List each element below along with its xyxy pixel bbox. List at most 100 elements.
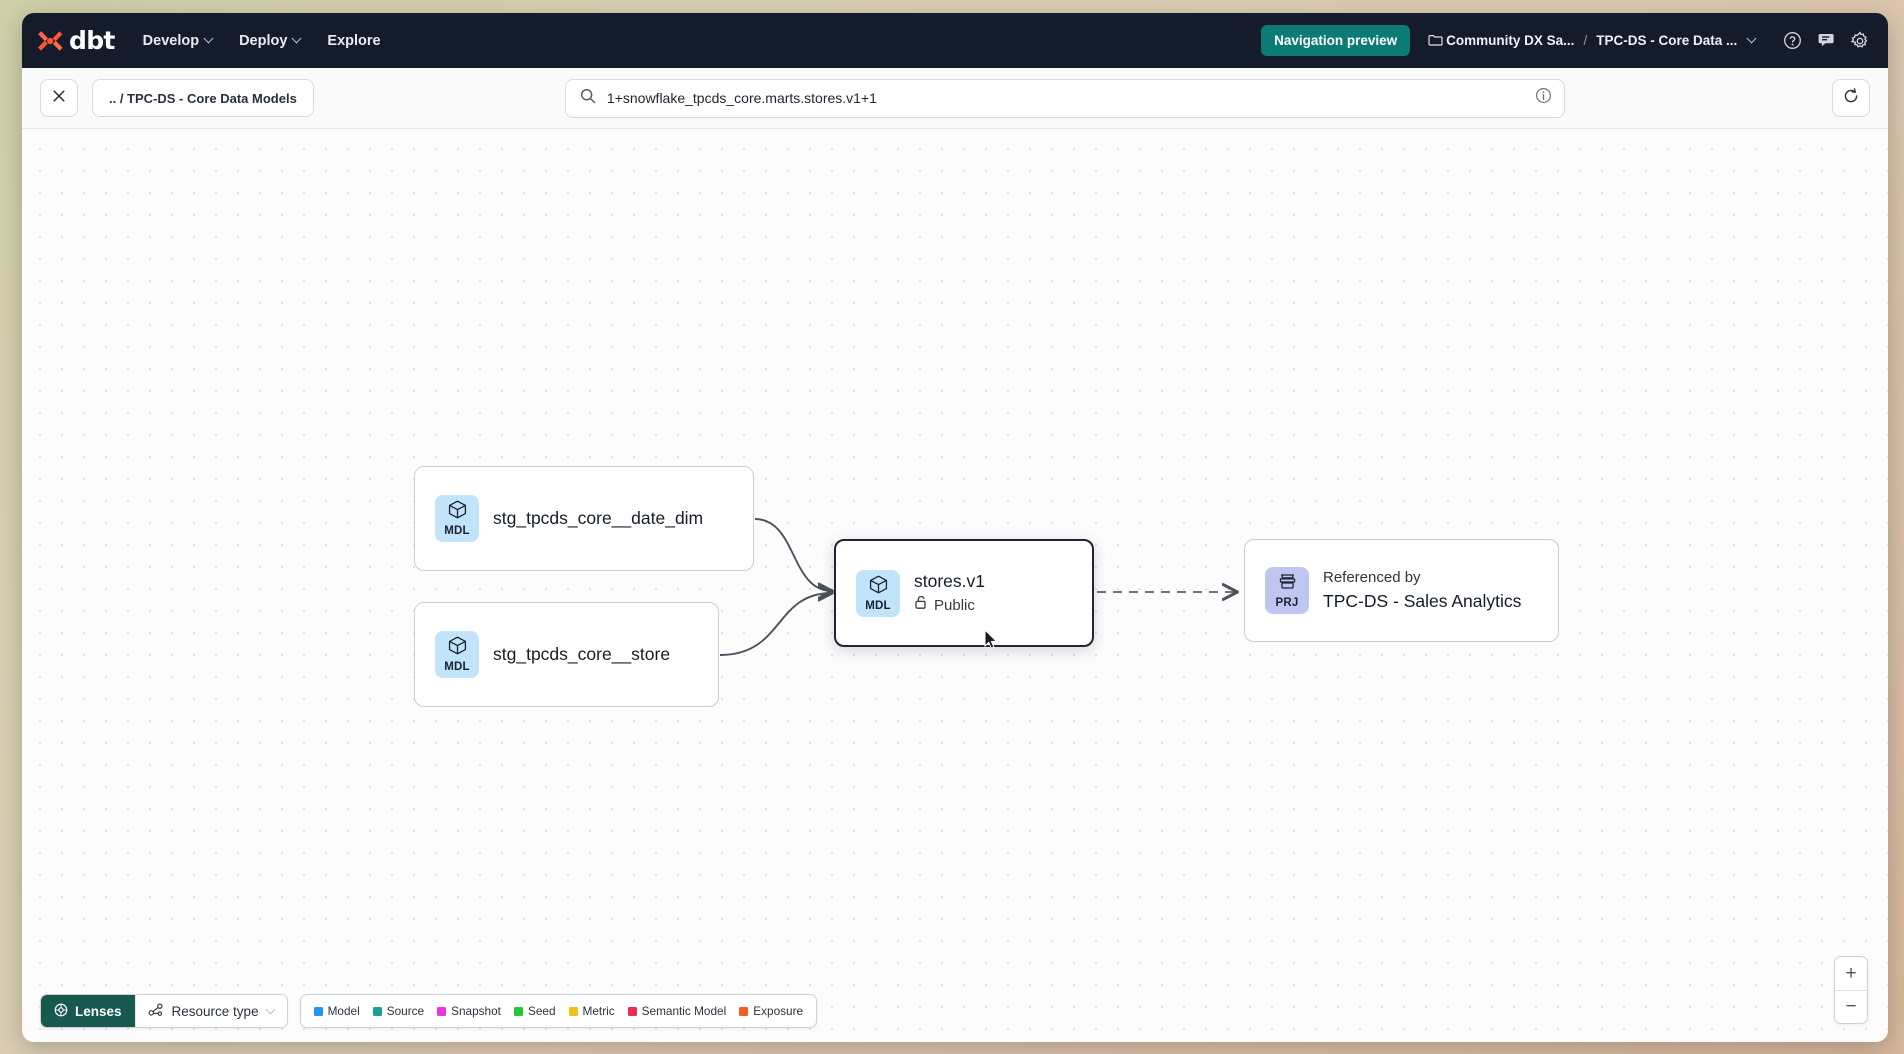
node-badge-mdl: MDL [435,495,479,542]
edge-date-dim-to-stores [754,518,832,591]
project-label: TPC-DS - Core Data ... [1596,33,1738,48]
cube-icon [447,499,468,525]
nav-icon-group [1783,30,1870,51]
feedback-icon[interactable] [1816,31,1836,50]
zoom-out-button[interactable]: − [1835,990,1867,1023]
cube-icon [868,574,889,600]
node-text-stack: stores.v1 Public [914,570,985,616]
legend-swatch [627,1006,637,1016]
search-box[interactable]: 1+snowflake_tpcds_core.marts.stores.v1+1 [564,78,1565,118]
node-badge-label: PRJ [1275,597,1299,610]
graph-node-stores-v1[interactable]: MDL stores.v1 Public [834,539,1094,647]
search-input[interactable]: 1+snowflake_tpcds_core.marts.stores.v1+1 [606,90,877,106]
dbt-logo[interactable]: dbt [36,26,115,55]
nav-deploy-label: Deploy [239,32,288,49]
resource-type-label: Resource type [171,1003,259,1019]
search-wrapper: 1+snowflake_tpcds_core.marts.stores.v1+1 [314,78,1816,118]
graph-node-stg-store[interactable]: MDL stg_tpcds_core__store [414,602,719,707]
chevron-down-icon [1748,35,1756,43]
close-icon [51,88,67,109]
search-icon [580,88,596,109]
legend-label: Model [327,1004,360,1018]
legend-item-semantic-model: Semantic Model [627,1004,727,1018]
folder-icon [1428,34,1443,46]
lineage-toolbar: .. / TPC-DS - Core Data Models 1+snowfla… [22,68,1888,129]
legend-item-model: Model [313,1004,360,1018]
lenses-label: Lenses [75,1003,122,1019]
lens-control-group: Lenses Resource type [40,994,288,1028]
node-label: stg_tpcds_core__store [493,644,671,664]
legend-item-seed: Seed [513,1004,556,1018]
node-badge-label: MDL [444,525,470,538]
refresh-icon [1842,87,1860,110]
node-access-label: Public [934,596,975,614]
legend-item-source: Source [372,1004,425,1018]
legend-item-metric: Metric [568,1004,615,1018]
node-badge-mdl: MDL [856,569,900,617]
graph-node-stg-date-dim[interactable]: MDL stg_tpcds_core__date_dim [414,466,754,571]
legend-swatch [437,1006,447,1016]
cube-icon [447,635,468,661]
nav-develop-label: Develop [142,32,200,49]
lenses-button[interactable]: Lenses [41,995,135,1027]
nav-item-develop[interactable]: Develop [143,33,213,49]
breadcrumb-pill[interactable]: .. / TPC-DS - Core Data Models [92,79,314,117]
legend-label: Metric [582,1004,615,1018]
legend-swatch [513,1006,523,1016]
nav-item-deploy[interactable]: Deploy [239,33,301,49]
app-window: dbt Develop Deploy Explore Navigation pr… [22,13,1888,1042]
node-access: Public [914,595,985,616]
dbt-wordmark: dbt [69,26,115,55]
graph-edges [719,518,1888,656]
zoom-controls: + − [1834,956,1868,1024]
node-badge-label: MDL [865,599,891,612]
lens-icon [54,1003,68,1020]
resource-type-dropdown[interactable]: Resource type [134,995,287,1027]
chevron-down-icon [267,1006,275,1014]
chevron-down-icon [293,35,301,43]
chevron-down-icon [205,35,213,43]
node-label: TPC-DS - Sales Analytics [1323,590,1522,611]
legend-swatch [739,1006,749,1016]
legend-swatch [568,1006,578,1016]
dbt-x-icon [36,28,64,54]
node-kicker: Referenced by [1323,568,1421,586]
nodes-icon [148,1002,164,1020]
legend-label: Semantic Model [641,1004,727,1018]
bottom-toolbar: Lenses Resource type [40,994,818,1028]
help-circle-icon[interactable] [1783,31,1802,50]
project-selector[interactable]: TPC-DS - Core Data ... [1596,33,1756,48]
top-navigation-bar: dbt Develop Deploy Explore Navigation pr… [22,13,1888,68]
node-label: stg_tpcds_core__date_dim [493,508,704,528]
project-icon [1277,571,1298,597]
node-badge-prj: PRJ [1265,567,1309,614]
account-label: Community DX Sa... [1446,33,1575,48]
node-title: stores.v1 [914,571,985,592]
legend-label: Snapshot [451,1004,501,1018]
edge-store-to-stores [719,593,832,656]
node-badge-mdl: MDL [435,631,479,678]
zoom-in-button[interactable]: + [1845,962,1857,984]
legend-swatch [313,1006,323,1016]
legend-swatch [372,1006,382,1016]
node-text-stack: Referenced by TPC-DS - Sales Analytics [1323,568,1521,614]
node-badge-label: MDL [444,661,470,674]
legend-label: Seed [527,1004,556,1018]
lineage-graph-canvas[interactable]: MDL stg_tpcds_core__date_dim MDL stg_tpc… [22,129,1888,1042]
account-selector[interactable]: Community DX Sa... [1428,33,1574,48]
navigation-preview-button[interactable]: Navigation preview [1261,25,1411,56]
nav-item-explore[interactable]: Explore [327,33,380,49]
gear-icon[interactable] [1850,30,1870,51]
resource-type-legend: Model Source Snapshot Seed Metric [299,994,818,1028]
nav-explore-label: Explore [327,32,381,49]
refresh-button[interactable] [1832,79,1870,117]
account-project-breadcrumb: Community DX Sa... / TPC-DS - Core Data … [1428,30,1870,51]
info-circle-icon[interactable] [1535,87,1552,109]
legend-label: Exposure [753,1004,804,1018]
legend-item-snapshot: Snapshot [437,1004,501,1018]
unlock-icon [914,595,928,616]
legend-label: Source [386,1004,425,1018]
close-button[interactable] [40,79,78,117]
graph-node-referenced-project[interactable]: PRJ Referenced by TPC-DS - Sales Analyti… [1244,539,1559,642]
legend-item-exposure: Exposure [739,1004,803,1018]
